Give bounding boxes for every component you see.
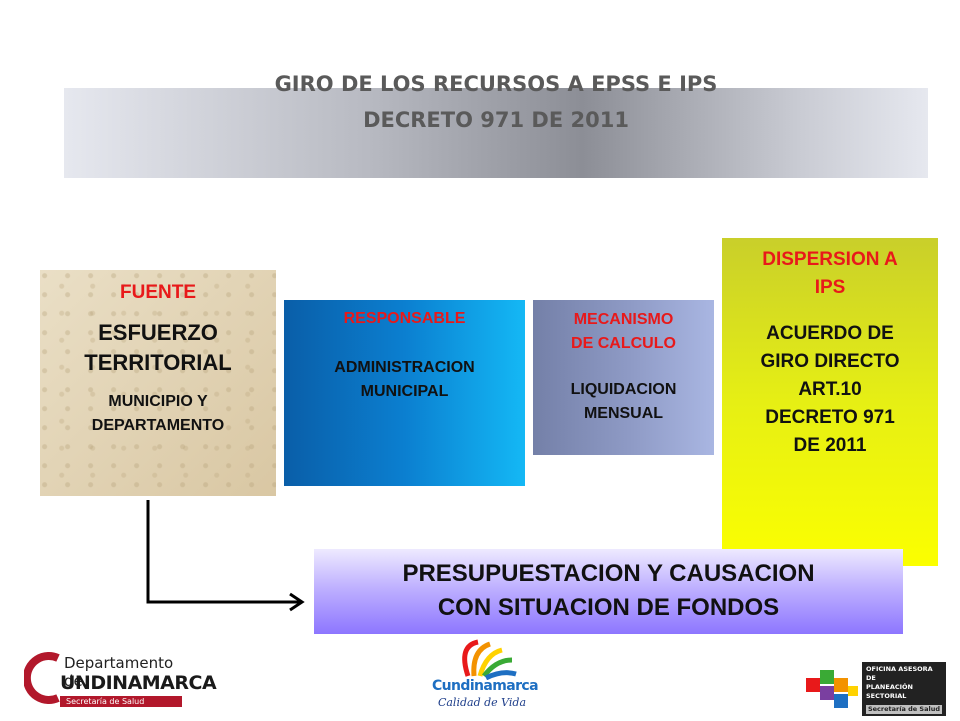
mecanismo-main-line-1: LIQUIDACION xyxy=(570,381,677,398)
dispersion-header-line-2: IPS xyxy=(814,277,846,298)
mecanismo-main-line-2: MENSUAL xyxy=(583,405,664,422)
result-line-2: CON SITUACION DE FONDOS xyxy=(437,594,780,621)
fuente-sub-line-1: MUNICIPIO Y xyxy=(108,393,208,410)
fuente-header: FUENTE xyxy=(120,282,196,303)
dispersion-header: DISPERSION A IPS xyxy=(722,246,938,302)
page-title: GIRO DE LOS RECURSOS A EPSS E IPS DECRET… xyxy=(64,66,928,138)
mecanismo-header: MECANISMO DE CALCULO xyxy=(533,308,714,356)
fuente-box: FUENTE ESFUERZO TERRITORIAL MUNICIPIO Y … xyxy=(40,270,276,496)
brand-name: Cundinamarca xyxy=(432,678,539,694)
dispersion-box: DISPERSION A IPS ACUERDO DE GIRO DIRECTO… xyxy=(722,238,938,566)
mecanismo-header-line-1: MECANISMO xyxy=(573,311,674,328)
dispersion-main-line-2: GIRO DIRECTO xyxy=(760,351,900,372)
dispersion-main-line-5: DE 2011 xyxy=(793,435,867,456)
planeacion-line-2: PLANEACIÓN SECTORIAL xyxy=(866,683,914,700)
planeacion-plate: OFICINA ASESORA DE PLANEACIÓN SECTORIAL … xyxy=(862,662,946,716)
department-line-2: UNDINAMARCA xyxy=(60,672,217,694)
dispersion-main-line-4: DECRETO 971 xyxy=(765,407,895,428)
mecanismo-box: MECANISMO DE CALCULO LIQUIDACION MENSUAL xyxy=(533,300,714,455)
brand-tagline: Calidad de Vida xyxy=(437,696,527,709)
rainbow-swirl-icon xyxy=(462,639,517,681)
fuente-sub-line-2: DEPARTAMENTO xyxy=(91,417,225,434)
responsable-header: RESPONSABLE xyxy=(343,310,466,327)
result-line-1: PRESUPUESTACION Y CAUSACION xyxy=(402,560,815,587)
department-tagline: Secretaría de Salud xyxy=(60,696,182,707)
fuente-main: ESFUERZO TERRITORIAL xyxy=(40,318,276,378)
cundinamarca-brand-logo: Cundinamarca Calidad de Vida xyxy=(428,636,539,716)
title-line-2: DECRETO 971 DE 2011 xyxy=(363,108,629,132)
fuente-sub: MUNICIPIO Y DEPARTAMENTO xyxy=(40,390,276,438)
planeacion-sectorial-logo: OFICINA ASESORA DE PLANEACIÓN SECTORIAL … xyxy=(800,656,950,718)
dispersion-main-line-1: ACUERDO DE xyxy=(766,323,894,344)
dispersion-main-line-3: ART.10 xyxy=(798,379,862,400)
fuente-main-line-1: ESFUERZO xyxy=(98,320,218,345)
dispersion-header-line-1: DISPERSION A xyxy=(762,249,898,270)
mecanismo-main: LIQUIDACION MENSUAL xyxy=(533,378,714,426)
cundinamarca-department-logo: C Departamento de UNDINAMARCA Secretaría… xyxy=(16,648,217,710)
department-c-emblem-icon: C xyxy=(24,652,60,704)
responsable-box: RESPONSABLE ADMINISTRACION MUNICIPAL xyxy=(284,300,525,486)
planeacion-line-3: Secretaría de Salud xyxy=(866,705,942,714)
responsable-main-line-1: ADMINISTRACION xyxy=(334,359,475,376)
arrow-head-icon xyxy=(289,592,305,612)
department-line-1: Departamento de xyxy=(64,654,174,690)
title-line-1: GIRO DE LOS RECURSOS A EPSS E IPS xyxy=(274,72,718,96)
responsable-main-line-2: MUNICIPAL xyxy=(360,383,449,400)
result-box: PRESUPUESTACION Y CAUSACION CON SITUACIO… xyxy=(314,549,903,634)
responsable-main: ADMINISTRACION MUNICIPAL xyxy=(284,356,525,404)
puzzle-pieces-icon xyxy=(806,670,858,708)
planeacion-line-1: OFICINA ASESORA DE xyxy=(866,665,933,682)
fuente-main-line-2: TERRITORIAL xyxy=(84,350,232,375)
mecanismo-header-line-2: DE CALCULO xyxy=(571,335,676,352)
title-band xyxy=(64,88,928,178)
connector-line xyxy=(146,500,250,604)
dispersion-main: ACUERDO DE GIRO DIRECTO ART.10 DECRETO 9… xyxy=(722,320,938,460)
